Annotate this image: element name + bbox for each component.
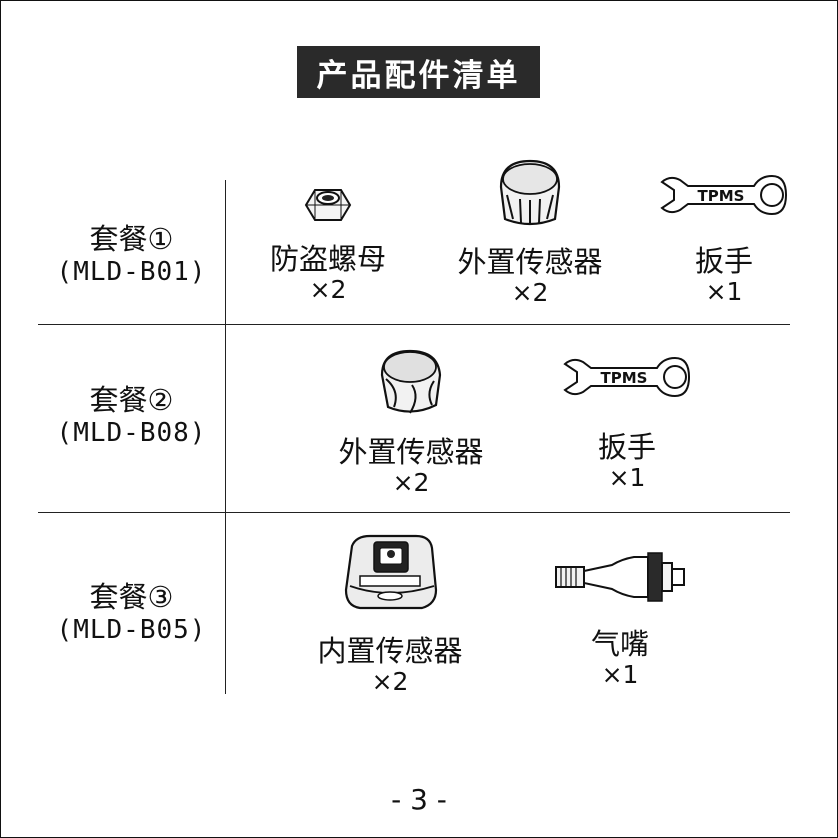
wrench-label: TPMS [698, 187, 745, 205]
item-quantity: ×1 [705, 276, 743, 306]
item-quantity: ×1 [608, 462, 646, 492]
package-model: (MLD-B05) [56, 615, 207, 646]
wrench-label: TPMS [601, 369, 648, 387]
wrench-icon: TPMS [660, 174, 788, 216]
item-quantity: ×2 [371, 666, 409, 696]
table-row-divider [38, 512, 790, 513]
package-model: (MLD-B01) [56, 257, 207, 288]
valve-stem-icon [555, 552, 685, 602]
item-nut: 防盗螺母 ×2 [218, 186, 438, 303]
item-name: 外置传感器 [338, 435, 484, 469]
wrench-icon: TPMS [563, 356, 691, 398]
item-name: 气嘴 [590, 627, 649, 661]
item-external-sensor: 外置传感器 ×2 [301, 345, 521, 496]
external-sensor-icon [499, 159, 561, 226]
item-wrench: TPMS 扳手 ×1 [517, 354, 737, 491]
page-title: 产品配件清单 [297, 46, 540, 98]
package-label: 套餐② (MLD-B08) [38, 383, 225, 450]
item-name: 防盗螺母 [269, 242, 386, 276]
table-row-divider [38, 324, 790, 325]
external-sensor-icon [380, 349, 442, 414]
item-external-sensor: 外置传感器 ×2 [420, 157, 640, 306]
item-wrench: TPMS 扳手 ×1 [614, 172, 834, 305]
package-name: 套餐② [89, 383, 174, 417]
package-model: (MLD-B08) [56, 418, 207, 449]
item-internal-sensor: 内置传感器 ×2 [280, 532, 500, 695]
internal-sensor-icon [344, 534, 438, 610]
item-name: 扳手 [597, 430, 656, 464]
item-name: 外置传感器 [457, 245, 603, 279]
item-valve-stem: 气嘴 ×1 [510, 549, 730, 688]
item-name: 内置传感器 [317, 634, 463, 668]
nut-icon [304, 189, 352, 221]
package-label: 套餐① (MLD-B01) [38, 222, 225, 289]
package-name: 套餐① [89, 222, 174, 256]
table-column-divider [225, 180, 226, 694]
item-quantity: ×2 [392, 467, 430, 497]
item-quantity: ×1 [601, 659, 639, 689]
item-quantity: ×2 [511, 277, 549, 307]
item-quantity: ×2 [309, 274, 347, 304]
package-name: 套餐③ [89, 580, 174, 614]
item-name: 扳手 [694, 244, 753, 278]
package-label: 套餐③ (MLD-B05) [38, 580, 225, 647]
page-number: - 3 - [391, 783, 447, 816]
